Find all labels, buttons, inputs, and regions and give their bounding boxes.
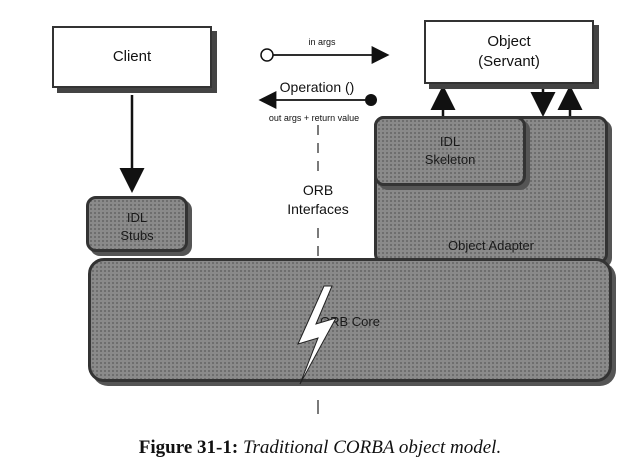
object-servant-label: Object (Servant) <box>478 33 540 71</box>
idl-skeleton-box: IDL Skeleton <box>374 116 526 186</box>
idl-stubs-label: IDL Stubs <box>120 210 154 243</box>
in-args-label: in args <box>308 37 336 47</box>
idl-stubs-box: IDL Stubs <box>86 196 188 252</box>
idl-skeleton-label: IDL Skeleton <box>424 134 476 167</box>
client-box: Client <box>52 26 212 88</box>
out-args-origin-dot <box>365 94 377 106</box>
figure-caption: Figure 31-1: Traditional CORBA object mo… <box>0 437 640 459</box>
operation-label: Operation () <box>279 79 355 95</box>
figure-number: Figure 31-1: <box>138 437 239 458</box>
object-servant-box: Object (Servant) <box>424 20 594 84</box>
orb-core-box: ORB Core <box>88 258 612 382</box>
object-adapter-label: Object Adapter <box>448 238 534 253</box>
client-label: Client <box>112 48 152 65</box>
out-args-label: out args + return value <box>268 113 360 123</box>
orb-interfaces-label: ORB Interfaces <box>287 182 349 217</box>
figure-caption-text: Traditional CORBA object model. <box>242 437 502 458</box>
